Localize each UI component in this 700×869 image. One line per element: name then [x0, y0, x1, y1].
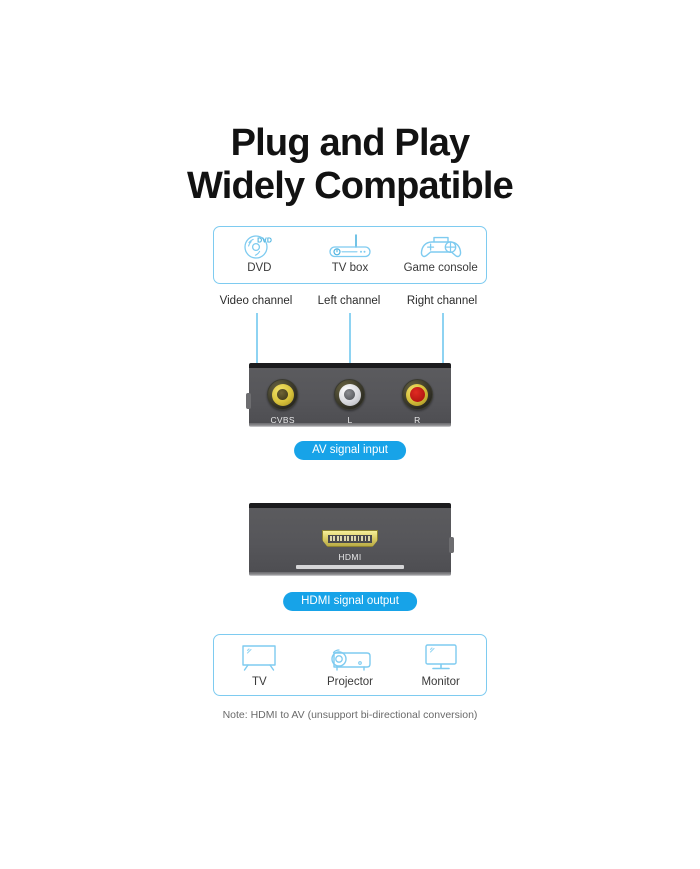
av-signal-input-badge: AV signal input: [294, 441, 406, 460]
rca-jack-left: L: [316, 379, 383, 425]
rca-jack-label: CVBS: [270, 415, 295, 425]
hdmi-port-group: HDMI: [249, 530, 451, 562]
rca-jack-right: R: [384, 379, 451, 425]
hdmi-signal-output-badge: HDMI signal output: [283, 592, 417, 611]
output-devices-panel: TV Projector Monitor: [213, 634, 487, 696]
channel-label-left: Left channel: [317, 295, 381, 307]
hdmi-pins: [328, 534, 372, 543]
dvd-disc-icon: DVD: [242, 233, 276, 260]
source-device-label: DVD: [247, 262, 272, 274]
rca-jack-label: R: [414, 415, 421, 425]
source-device-tv-box: TV box: [305, 233, 396, 274]
device-bottom-edge: [249, 572, 451, 576]
rca-connector-red-icon: [401, 379, 433, 410]
source-device-game-console: Game console: [395, 233, 486, 274]
device-side-tab: [246, 393, 251, 409]
source-device-dvd: DVD DVD: [214, 233, 305, 274]
output-device-tv: TV: [214, 642, 305, 688]
tv-box-icon: [327, 233, 373, 260]
monitor-icon: [421, 642, 461, 674]
game-controller-icon: [418, 233, 464, 260]
output-device-label: Projector: [326, 676, 373, 688]
rca-jack-label: L: [347, 415, 353, 425]
footer-note: Note: HDMI to AV (unsupport bi-direction…: [222, 709, 478, 721]
leader-line-right: [442, 313, 444, 365]
device-top-edge: [249, 503, 451, 508]
projector-icon: [326, 642, 374, 674]
output-device-label: TV: [251, 676, 267, 688]
output-device-projector: Projector: [305, 642, 396, 688]
tv-screen-icon: [239, 642, 279, 674]
device-bottom-edge: [249, 423, 451, 427]
title-line-1: Plug and Play: [230, 122, 471, 164]
rca-jack-row: CVBS L R: [249, 379, 451, 425]
svg-text:DVD: DVD: [257, 238, 272, 245]
output-device-label: Monitor: [421, 676, 460, 688]
source-device-label: Game console: [403, 262, 478, 274]
channel-label-video: Video channel: [219, 295, 293, 307]
leader-line-video: [256, 313, 258, 365]
rca-connector-yellow-icon: [267, 379, 299, 410]
device-top-edge: [249, 363, 451, 368]
channel-label-right: Right channel: [406, 295, 478, 307]
leader-line-left: [349, 313, 351, 385]
rca-jack-cvbs: CVBS: [249, 379, 316, 425]
hdmi-port-icon: [322, 530, 378, 547]
rca-connector-white-icon: [334, 379, 366, 410]
source-device-label: TV box: [331, 262, 369, 274]
hdmi-output-device: HDMI: [249, 503, 454, 576]
device-body: CVBS L R: [249, 368, 451, 425]
device-vent-slot: [296, 565, 404, 569]
page-title: Plug and Play Widely Compatible: [0, 0, 700, 208]
output-device-monitor: Monitor: [395, 642, 486, 688]
av-input-device: CVBS L R: [246, 363, 451, 427]
title-line-2: Widely Compatible: [187, 164, 514, 207]
hdmi-port-label: HDMI: [338, 552, 362, 562]
source-devices-panel: DVD DVD TV box: [213, 226, 487, 284]
device-side-tab: [449, 537, 454, 553]
device-body: HDMI: [249, 508, 451, 572]
